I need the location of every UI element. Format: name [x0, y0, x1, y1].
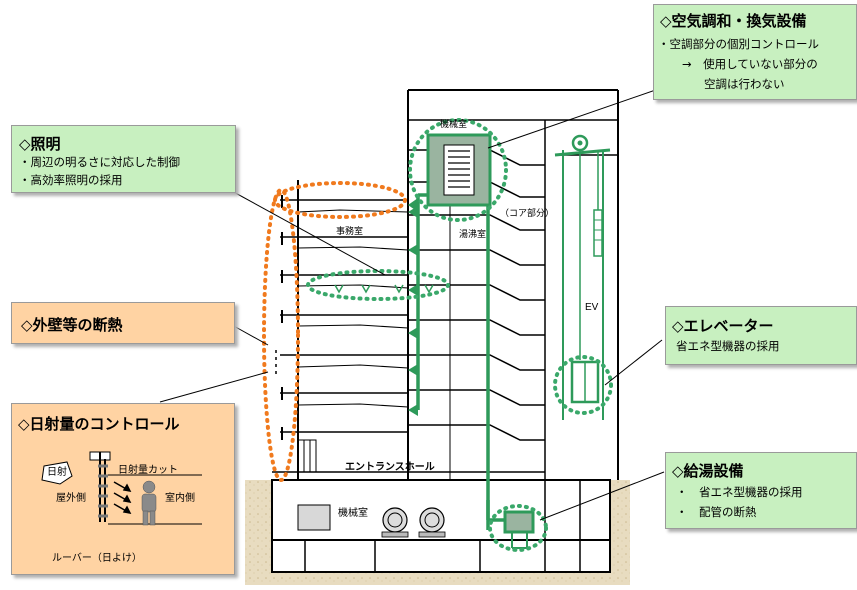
lighting-highlight	[306, 269, 450, 301]
ceiling-lines	[297, 209, 409, 408]
lighting-callout: ◇照明 ・周辺の明るさに対応した制御 ・高効率照明の採用	[11, 125, 236, 193]
sun-icon	[41, 461, 73, 485]
louver-label: ルーバー（日よけ）	[52, 553, 142, 564]
outdoor-label: 屋外側	[56, 493, 86, 504]
lighting-line-2: ・高効率照明の採用	[19, 173, 123, 187]
insulation-title: ◇外壁等の断熱	[21, 316, 123, 334]
elevator-callout: ◇エレベーター 省エネ型機器の採用	[665, 306, 857, 365]
hvac-line-1: ・空調部分の個別コントロール	[658, 37, 819, 51]
elevator-line-1: 省エネ型機器の採用	[676, 339, 780, 353]
hotwater-highlight	[488, 504, 548, 552]
duct-arrows	[408, 198, 418, 416]
ceiling-lights	[334, 284, 434, 294]
leader-lines	[159, 84, 671, 521]
hvac-line-3: 空調は行わない	[704, 77, 785, 91]
hvac-callout: ◇空気調和・換気設備 ・空調部分の個別コントロール → 使用していない部分の 空…	[653, 4, 857, 100]
hotwater-callout: ◇給湯設備 ・ 省エネ型機器の採用 ・ 配管の断熱	[665, 452, 857, 529]
elevator-highlight	[553, 355, 613, 415]
floor-slabs	[272, 199, 545, 473]
facade-highlight	[262, 188, 300, 482]
office-label: 事務室	[336, 225, 363, 236]
ev-label: EV	[585, 302, 599, 313]
hvac-unit	[426, 133, 492, 207]
elevator-shaft	[554, 134, 611, 420]
solar-title: ◇日射量のコントロール	[18, 415, 180, 433]
basement-machine-room-label: 機械室	[338, 506, 368, 519]
insulation-callout: ◇外壁等の断熱	[11, 302, 235, 344]
indoor-label: 室内側	[165, 493, 195, 504]
cut-arrows	[113, 481, 132, 514]
hotwater-line-2: ・ 配管の断熱	[676, 505, 757, 519]
hot-water-room-label: 湯沸室	[459, 228, 486, 239]
hvac-highlight	[408, 118, 508, 222]
lighting-line-1: ・周辺の明るさに対応した制御	[19, 155, 180, 169]
core-label: （コア部分）	[500, 207, 554, 218]
hvac-line-2: → 使用していない部分の	[682, 57, 818, 71]
sun-label: 日射	[47, 467, 67, 478]
solar-callout: ◇日射量のコントロール	[11, 403, 235, 575]
person-icon	[141, 480, 157, 526]
cut-label: 日射量カット	[118, 465, 178, 476]
entrance-label: エントランスホール	[345, 461, 435, 473]
lighting-title: ◇照明	[19, 135, 61, 153]
entrance-columns	[297, 439, 317, 473]
core-slabs	[408, 149, 618, 441]
elevator-title: ◇エレベーター	[672, 317, 774, 335]
top-machine-room-label: 機械室	[440, 118, 467, 129]
basement-machine-box	[297, 504, 331, 531]
hotwater-title: ◇給湯設備	[672, 462, 744, 480]
pump-equipment	[418, 507, 446, 538]
pump-equipment	[381, 507, 409, 538]
louver-icon	[89, 451, 111, 522]
roof-highlight	[273, 181, 407, 219]
hotwater-line-1: ・ 省エネ型機器の採用	[676, 485, 803, 499]
hvac-title: ◇空気調和・換気設備	[660, 12, 807, 30]
louver-illustration	[41, 451, 202, 526]
